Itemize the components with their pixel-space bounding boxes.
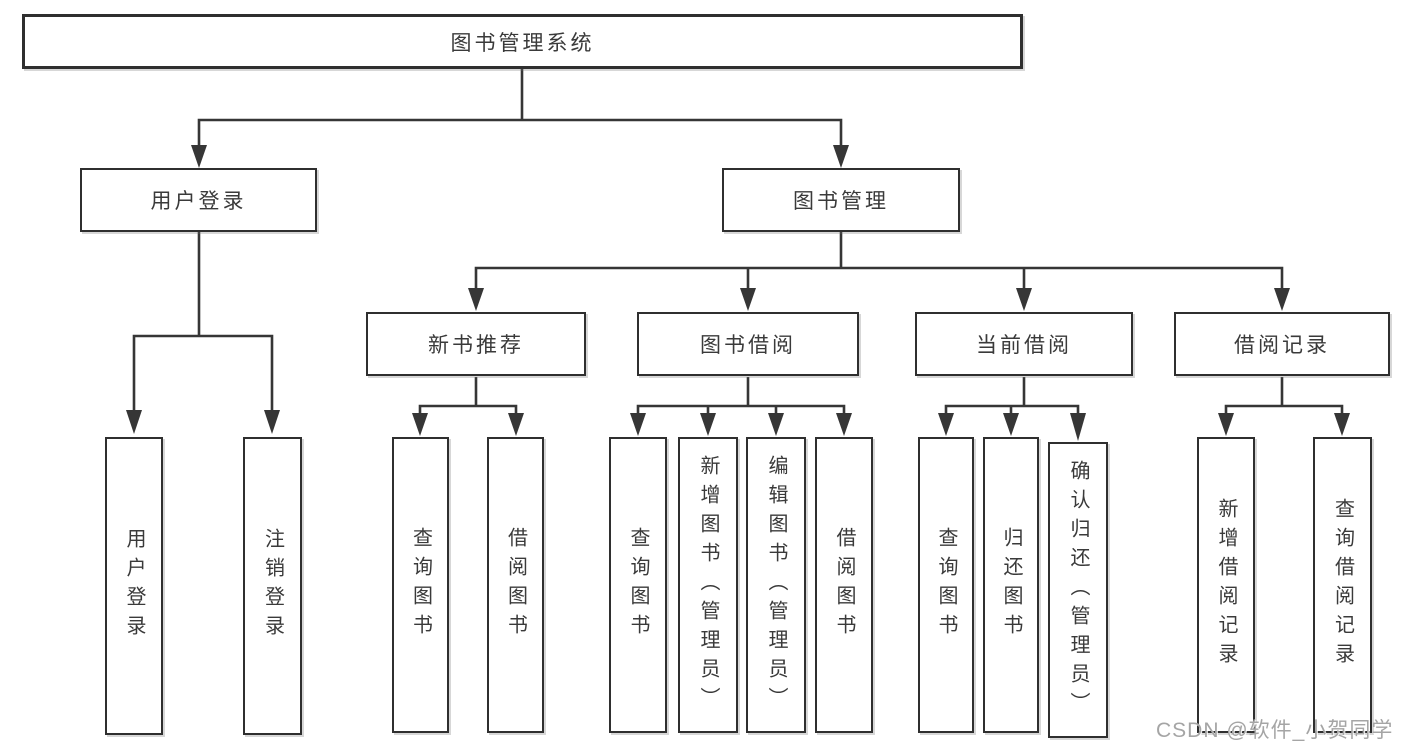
leaf-records-add-record-label: 新增借阅记录 xyxy=(1215,498,1237,672)
connector-root-to-level2 xyxy=(191,69,849,168)
leaf-records-add-record: 新增借阅记录 xyxy=(1197,437,1255,733)
connector-new-book-recommend-to-leaves xyxy=(412,377,524,436)
leaf-current-query-books: 查询图书 xyxy=(918,437,974,733)
leaf-borrow-edit-books-admin: 编辑图书（管理员） xyxy=(746,437,806,733)
node-root: 图书管理系统 xyxy=(22,14,1023,69)
node-root-label: 图书管理系统 xyxy=(450,31,595,55)
leaf-current-confirm-return-admin-label: 确认归还（管理员） xyxy=(1067,459,1089,721)
leaf-recommend-borrow-books: 借阅图书 xyxy=(487,437,544,733)
node-new-book-recommend-label: 新书推荐 xyxy=(428,334,524,357)
connector-current-borrow-to-leaves xyxy=(938,377,1086,441)
leaf-logout: 注销登录 xyxy=(243,437,302,735)
node-book-borrow: 图书借阅 xyxy=(637,312,859,376)
leaf-records-query-record: 查询借阅记录 xyxy=(1313,437,1372,733)
node-user-login-label: 用户登录 xyxy=(150,190,247,213)
connector-book-borrow-to-leaves xyxy=(630,377,852,436)
watermark-text: CSDN @软件_小贺同学 xyxy=(1156,719,1394,742)
node-current-borrow-label: 当前借阅 xyxy=(976,334,1072,357)
connector-user-login-to-leaves xyxy=(126,232,280,434)
node-book-management-label: 图书管理 xyxy=(793,190,889,213)
leaf-current-query-books-label: 查询图书 xyxy=(935,527,957,643)
leaf-user-login-label: 用户登录 xyxy=(123,528,145,644)
leaf-borrow-add-books-admin: 新增图书（管理员） xyxy=(678,437,738,733)
leaf-borrow-query-books: 查询图书 xyxy=(609,437,667,733)
leaf-borrow-add-books-admin-label: 新增图书（管理员） xyxy=(697,454,719,716)
node-user-login: 用户登录 xyxy=(80,168,317,232)
node-new-book-recommend: 新书推荐 xyxy=(366,312,586,376)
leaf-recommend-query-books: 查询图书 xyxy=(392,437,449,733)
connector-borrow-records-to-leaves xyxy=(1218,377,1350,436)
node-book-management: 图书管理 xyxy=(722,168,960,232)
leaf-borrow-query-books-label: 查询图书 xyxy=(627,527,649,643)
leaf-current-confirm-return-admin: 确认归还（管理员） xyxy=(1048,442,1108,738)
leaf-user-login: 用户登录 xyxy=(105,437,163,735)
node-borrow-records: 借阅记录 xyxy=(1174,312,1390,376)
leaf-logout-label: 注销登录 xyxy=(261,528,284,644)
leaf-recommend-borrow-books-label: 借阅图书 xyxy=(504,527,527,643)
node-borrow-records-label: 借阅记录 xyxy=(1234,334,1330,357)
connector-book-management-to-level3 xyxy=(468,232,1290,311)
leaf-records-query-record-label: 查询借阅记录 xyxy=(1331,498,1354,672)
leaf-borrow-borrow-books: 借阅图书 xyxy=(815,437,873,733)
leaf-current-return-books-label: 归还图书 xyxy=(1000,527,1022,643)
node-current-borrow: 当前借阅 xyxy=(915,312,1133,376)
leaf-borrow-edit-books-admin-label: 编辑图书（管理员） xyxy=(765,454,787,716)
leaf-recommend-query-books-label: 查询图书 xyxy=(409,527,432,643)
node-book-borrow-label: 图书借阅 xyxy=(700,334,796,357)
leaf-current-return-books: 归还图书 xyxy=(983,437,1039,733)
leaf-borrow-borrow-books-label: 借阅图书 xyxy=(833,527,855,643)
